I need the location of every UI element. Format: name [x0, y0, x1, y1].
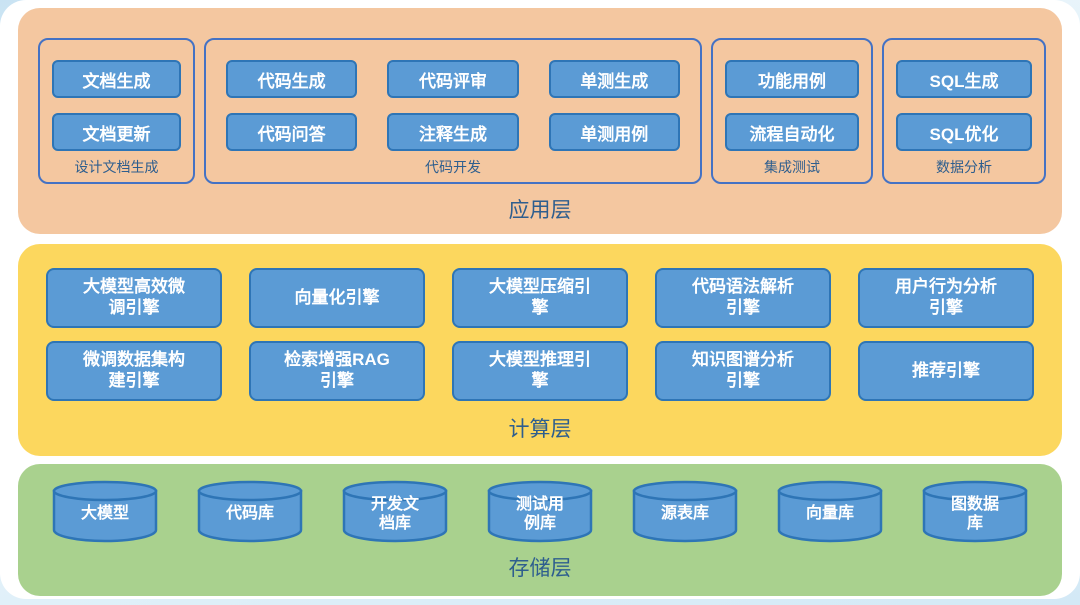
datastore-label: 图数据库 [950, 496, 999, 532]
engine-box: 推荐引擎 [858, 341, 1034, 401]
storage-layer: 大模型 代码库 开发文档库 [18, 464, 1062, 596]
capability-chip: 代码问答 [226, 113, 358, 151]
capability-chip: SQL生成 [896, 60, 1032, 98]
datastore-row: 大模型 代码库 开发文档库 [52, 480, 1028, 544]
cylinder-icon [487, 480, 593, 543]
capability-chip: SQL优化 [896, 113, 1032, 151]
group-code-chips: 代码生成 代码评审 单测生成 代码问答 注释生成 单测用例 [218, 60, 688, 151]
datastore-cylinder: 图数据库 [922, 480, 1028, 544]
cylinder-icon [922, 480, 1028, 543]
engine-box: 大模型推理引擎 [452, 341, 628, 401]
group-label-code-dev: 代码开发 [425, 159, 481, 175]
engine-box: 微调数据集构建引擎 [46, 341, 222, 401]
datastore-label: 向量库 [805, 505, 854, 523]
capability-chip: 代码生成 [226, 60, 358, 98]
group-integration-test: 功能用例 流程自动化 集成测试 [711, 38, 873, 184]
datastore-label: 源表库 [660, 505, 709, 523]
datastore-cylinder: 测试用例库 [487, 480, 593, 544]
datastore-cylinder: 源表库 [632, 480, 738, 544]
application-groups: 文档生成 文档更新 设计文档生成 代码生成 代码评审 单测生成 代码问答 注释生… [38, 38, 1046, 184]
datastore-cylinder: 开发文档库 [342, 480, 448, 544]
cylinder-icon [342, 480, 448, 543]
group-label-data-analysis: 数据分析 [936, 159, 992, 175]
datastore-label: 大模型 [80, 505, 129, 523]
group-label-integration-test: 集成测试 [764, 159, 820, 175]
engine-box: 大模型高效微调引擎 [46, 268, 222, 328]
application-layer-label: 应用层 [508, 199, 572, 222]
application-layer: 文档生成 文档更新 设计文档生成 代码生成 代码评审 单测生成 代码问答 注释生… [18, 8, 1062, 234]
cylinder-icon [777, 480, 883, 543]
capability-chip: 单测用例 [548, 113, 680, 151]
capability-chip: 功能用例 [725, 60, 859, 98]
engine-box: 大模型压缩引擎 [452, 268, 628, 328]
group-label-design-doc-gen: 设计文档生成 [74, 159, 159, 175]
engine-box: 知识图谱分析引擎 [655, 341, 831, 401]
datastore-cylinder: 代码库 [197, 480, 303, 544]
cylinder-icon [197, 480, 303, 543]
cylinder-icon [632, 480, 738, 543]
cylinder-icon [52, 480, 158, 543]
group-data-chips: SQL生成 SQL优化 [896, 60, 1032, 151]
group-design-chips: 文档生成 文档更新 [52, 60, 181, 151]
datastore-label: 测试用例库 [515, 496, 564, 532]
datastore-cylinder: 大模型 [52, 480, 158, 544]
engine-box: 检索增强RAG引擎 [249, 341, 425, 401]
engine-box: 代码语法解析引擎 [655, 268, 831, 328]
datastore-cylinder: 向量库 [777, 480, 883, 544]
group-design-doc-gen: 文档生成 文档更新 设计文档生成 [38, 38, 195, 184]
group-test-chips: 功能用例 流程自动化 [725, 60, 859, 151]
capability-chip: 代码评审 [387, 60, 519, 98]
engine-row-2: 微调数据集构建引擎 检索增强RAG引擎 大模型推理引擎 知识图谱分析引擎 推荐引… [46, 341, 1034, 401]
datastore-label: 代码库 [225, 505, 274, 523]
engine-box: 用户行为分析引擎 [858, 268, 1034, 328]
capability-chip: 流程自动化 [725, 113, 859, 151]
capability-chip: 单测生成 [548, 60, 680, 98]
engine-box: 向量化引擎 [249, 268, 425, 328]
capability-chip: 文档更新 [52, 113, 181, 151]
compute-layer: 大模型高效微调引擎 向量化引擎 大模型压缩引擎 代码语法解析引擎 用户行为分析引… [18, 244, 1062, 456]
capability-chip: 文档生成 [52, 60, 181, 98]
engine-row-1: 大模型高效微调引擎 向量化引擎 大模型压缩引擎 代码语法解析引擎 用户行为分析引… [46, 268, 1034, 328]
group-data-analysis: SQL生成 SQL优化 数据分析 [882, 38, 1046, 184]
compute-layer-label: 计算层 [508, 418, 572, 441]
group-code-dev: 代码生成 代码评审 单测生成 代码问答 注释生成 单测用例 代码开发 [204, 38, 702, 184]
storage-layer-label: 存储层 [508, 557, 572, 580]
capability-chip: 注释生成 [387, 113, 519, 151]
datastore-label: 开发文档库 [370, 496, 419, 532]
